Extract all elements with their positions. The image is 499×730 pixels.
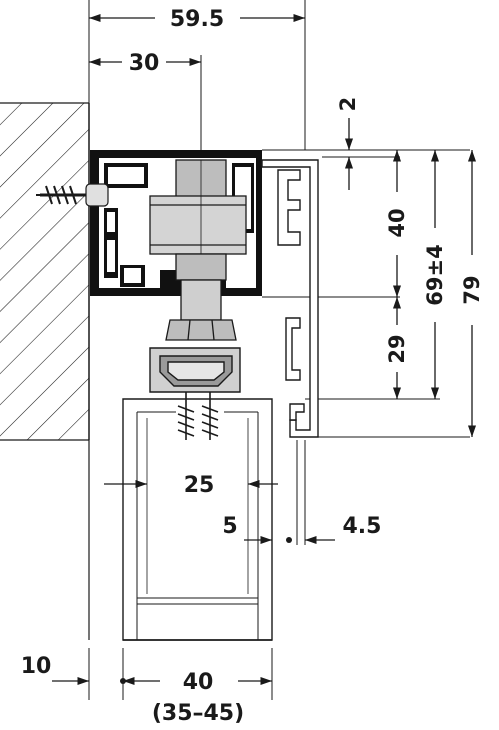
dim-door-thickness: 40 [183, 670, 214, 695]
dim-height-adjust: 69±4 [423, 244, 447, 305]
door-panel [122, 398, 273, 641]
dim-top-gap: 2 [336, 97, 360, 112]
dim-wall-gap: 10 [21, 654, 52, 679]
hanger-bracket [149, 347, 241, 393]
extension-lines [88, 0, 470, 700]
dimension-arrows [52, 13, 477, 686]
dim-rail-height: 40 [385, 208, 409, 237]
dim-side-clearance: 4.5 [343, 514, 382, 539]
wall [0, 102, 90, 640]
door-screws-icon [177, 392, 219, 440]
dim-door-inner-width: 25 [184, 473, 215, 498]
fixing-screw-icon [36, 183, 109, 207]
dim-centre-offset: 30 [129, 51, 160, 76]
dim-overall-height: 79 [460, 275, 484, 304]
reference-dot [120, 678, 126, 684]
roller-carriage [149, 159, 247, 281]
dim-door-thickness-range: (35–45) [152, 701, 244, 726]
dim-door-drop: 29 [385, 334, 409, 363]
cover-profile [261, 159, 319, 438]
reference-dot [286, 537, 292, 543]
dim-overall-width: 59.5 [170, 7, 224, 32]
dim-inner-gap: 5 [222, 514, 237, 539]
suspension-bolt [165, 279, 237, 341]
